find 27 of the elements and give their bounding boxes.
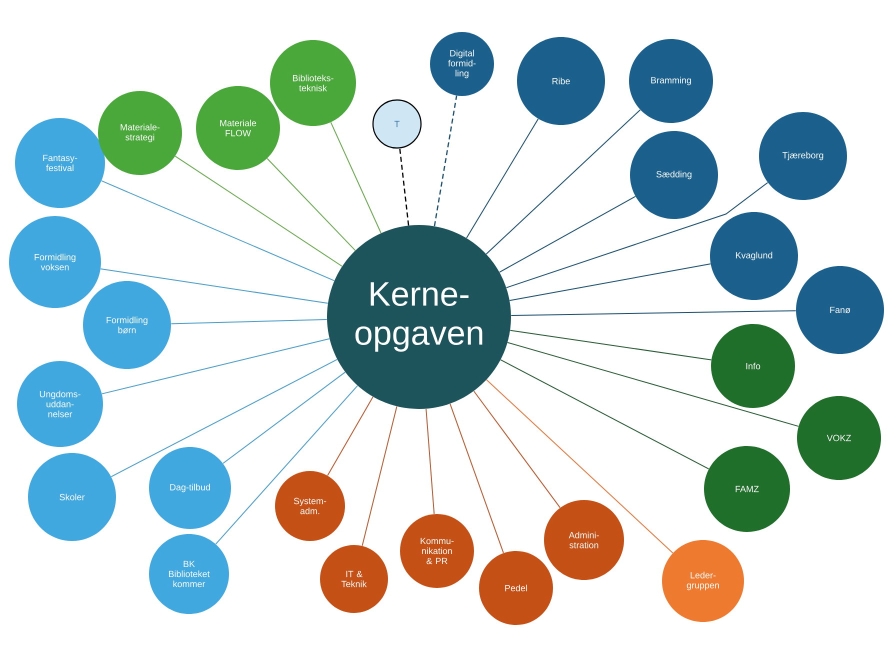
connector-line bbox=[101, 338, 330, 394]
connector-line bbox=[450, 403, 504, 554]
connector-line bbox=[507, 342, 799, 427]
connector-line bbox=[434, 96, 458, 226]
connector-line bbox=[473, 390, 561, 508]
connector-line bbox=[330, 122, 382, 234]
connector-line bbox=[426, 408, 435, 514]
connector-line bbox=[362, 406, 398, 546]
connector-line bbox=[399, 148, 410, 226]
connector-line bbox=[499, 196, 636, 273]
connector-line bbox=[509, 263, 712, 301]
connector-line bbox=[486, 379, 674, 554]
connector-line bbox=[500, 359, 710, 470]
connector-line bbox=[486, 109, 641, 254]
connector-line bbox=[510, 310, 796, 316]
connector-line bbox=[466, 118, 539, 238]
connector-line bbox=[506, 182, 768, 288]
connector-line bbox=[110, 358, 338, 478]
connector-line bbox=[174, 156, 343, 267]
connector-line bbox=[327, 396, 374, 476]
connector-line bbox=[100, 268, 328, 304]
connector-line bbox=[215, 385, 358, 545]
connector-line bbox=[222, 372, 346, 464]
connector-line bbox=[510, 330, 712, 360]
connector-line bbox=[266, 158, 356, 251]
connector-line bbox=[101, 180, 335, 282]
connector-line bbox=[170, 319, 328, 324]
